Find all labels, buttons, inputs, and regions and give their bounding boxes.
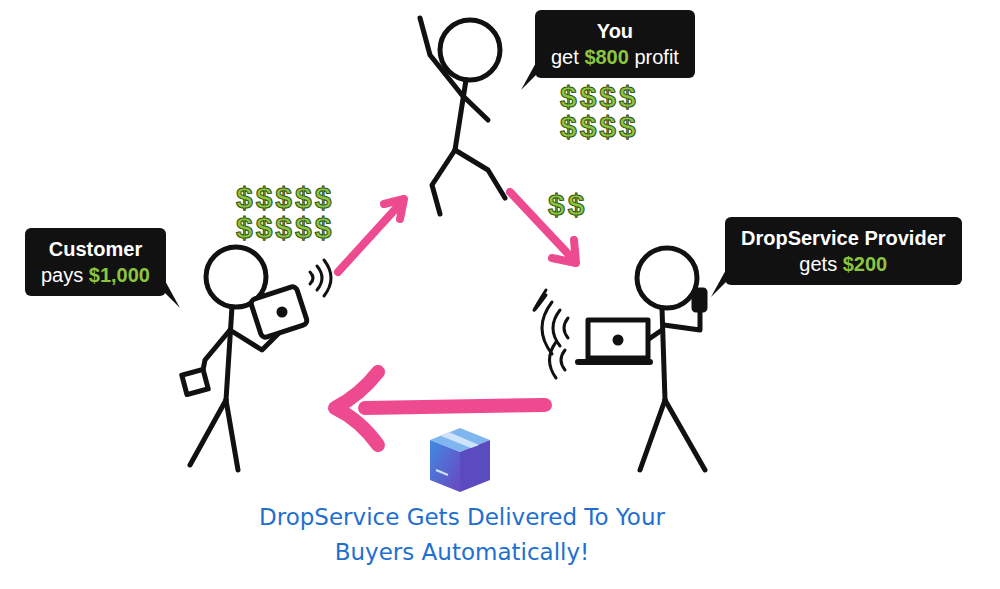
callout-heading: You: [551, 18, 679, 44]
you-figure: [420, 18, 505, 214]
provider-callout: DropService Providergets $200: [725, 217, 962, 285]
amount: $800: [584, 46, 629, 68]
word: You: [597, 20, 633, 42]
word: Customer: [49, 238, 142, 260]
callout-heading: DropService Provider: [741, 225, 946, 251]
money-arrows: [335, 192, 576, 445]
word: gets: [799, 253, 837, 275]
dollar-signs: $$$$$ $$$$$: [236, 183, 334, 243]
word: profit: [634, 46, 678, 68]
dollar-signs: $$: [548, 190, 587, 220]
provider-figure: [534, 248, 705, 470]
callout-body: pays $1,000: [41, 262, 150, 288]
you-callout: Youget $800 profit: [535, 10, 695, 78]
callout-heading: Customer: [41, 236, 150, 262]
amount: $200: [843, 253, 888, 275]
box-icon: [430, 428, 490, 492]
callout-tail: [711, 271, 737, 297]
callout-tail: [154, 282, 180, 308]
customer-callout: Customerpays $1,000: [25, 228, 166, 296]
word: pays: [41, 264, 83, 286]
callout-tail: [521, 64, 547, 90]
callout-body: gets $200: [741, 251, 946, 277]
delivery-note: DropService Gets Delivered To Your Buyer…: [242, 500, 682, 570]
word: get: [551, 46, 579, 68]
word: DropService: [741, 227, 859, 249]
amount: $1,000: [89, 264, 150, 286]
word: Provider: [864, 227, 945, 249]
callout-body: get $800 profit: [551, 44, 679, 70]
dollar-signs: $$$$ $$$$: [560, 82, 639, 142]
customer-figure: [182, 247, 331, 470]
